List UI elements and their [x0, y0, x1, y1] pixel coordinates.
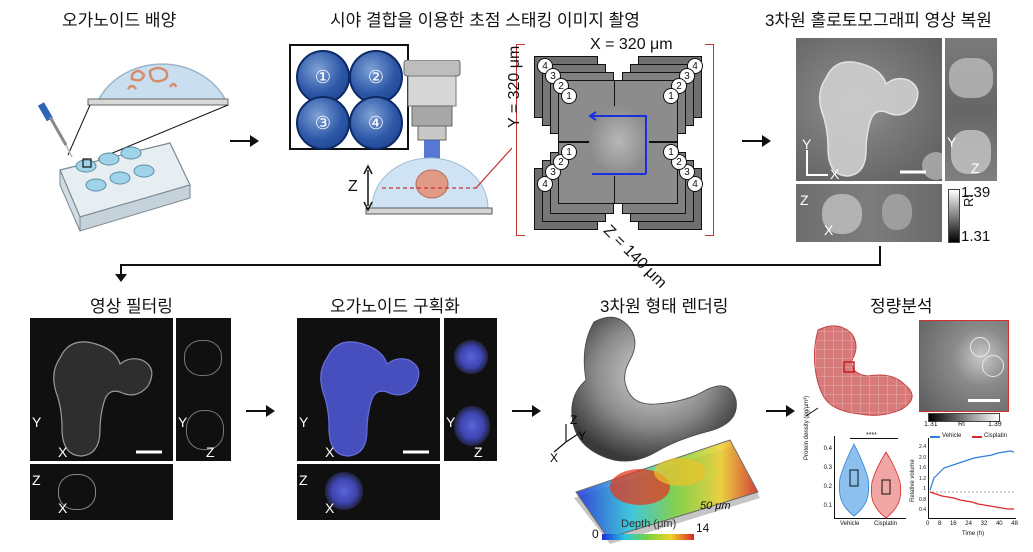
arrow-head — [532, 405, 541, 417]
arrow-head — [786, 405, 795, 417]
arrow-head — [250, 135, 259, 147]
bracket-right — [705, 44, 714, 236]
ri-colorbar — [948, 189, 960, 243]
svg-text:Y: Y — [578, 429, 586, 443]
ht-yz-view: Y Z — [945, 38, 997, 181]
violin-category-1: Vehicle — [840, 521, 860, 527]
step-title-culture: 오가노이드 배양 — [62, 11, 177, 30]
arrow-head — [115, 274, 127, 282]
filtered-xy-view: Y X — [30, 318, 173, 461]
axis-indicator-xy: Y X — [802, 136, 840, 182]
bracket-left — [516, 44, 525, 236]
filtered-yz-view: Y Z — [176, 318, 231, 461]
depth-colorbar — [602, 534, 694, 540]
ri-label: RI — [961, 194, 976, 207]
x-dimension-label: X = 320 μm — [590, 36, 673, 53]
flow-arrow — [766, 410, 788, 412]
depth-label: Depth (μm) — [621, 518, 677, 530]
quant-colorbar — [928, 413, 1000, 422]
ri-min: 1.31 — [961, 228, 991, 245]
step-title-quantification: 정량분석 — [870, 297, 933, 316]
y-dimension-label: Y = 320 μm — [506, 45, 523, 128]
connector-line — [120, 264, 122, 276]
colorbar-label: RI — [958, 421, 965, 428]
filtered-xz-view: Z X — [30, 464, 173, 520]
legend-vehicle: Vehicle — [942, 433, 962, 439]
volume-line-plot: Relative volume 2.4 2.0 1.6 1.2 1 0.8 0.… — [910, 432, 1020, 544]
flow-arrow — [246, 410, 268, 412]
tile-stacks: 4 3 2 1 4 3 2 1 4 3 2 1 4 3 2 1 — [534, 56, 704, 230]
depth-max: 14 — [696, 521, 710, 535]
segmented-xz-view: Z X — [297, 464, 440, 520]
arrow-head — [266, 405, 275, 417]
z-axis-label: Z — [348, 178, 358, 195]
line-yticks: 2.4 2.0 1.6 1.2 1 0.8 0.4 — [919, 444, 926, 513]
microscope-objective-illustration — [363, 60, 512, 215]
segmented-yz-view: Y Z — [444, 318, 497, 461]
zoomed-ri-view — [919, 320, 1009, 412]
svg-text:X: X — [550, 451, 558, 465]
ht-xy-view: Y X — [796, 38, 942, 182]
step-title-filtering: 영상 필터링 — [90, 297, 173, 316]
violin-category-2: Cisplatin — [874, 521, 898, 527]
organoid-culture-illustration — [37, 63, 229, 232]
well-plate-box: ① ② ③ ④ — [289, 44, 409, 150]
colorbar-min: 1.31 — [924, 421, 938, 428]
ht-xz-view: Z X — [796, 184, 942, 242]
scale-text: 50 μm — [700, 500, 730, 512]
segmented-xy-view: Y X — [297, 318, 440, 461]
well-2: ② — [349, 50, 403, 104]
connector-line — [120, 264, 881, 266]
flow-arrow — [512, 410, 534, 412]
step-title-segmentation: 오가노이드 구획화 — [330, 297, 460, 316]
3d-rendering: 50 μm Z Y X — [550, 316, 760, 544]
ri-max: 1.39 — [961, 184, 991, 201]
violin-ylabel: Protein density (pg/μm³) — [804, 395, 810, 460]
flow-arrow — [742, 140, 764, 142]
step-title-acquisition: 시야 결합을 이용한 초점 스태킹 이미지 촬영 — [330, 11, 640, 30]
significance-mark: **** — [866, 432, 877, 439]
line-xticks: 0 8 16 24 32 40 48 — [926, 521, 1018, 527]
connector-line — [879, 246, 881, 266]
violin-yticks: 0.4 0.3 0.2 0.1 — [823, 446, 832, 509]
z-dimension-label: Z = 140 μm — [599, 222, 670, 292]
flow-arrow — [230, 140, 252, 142]
violin-plot: Protein density (pg/μm³) 0.4 0.3 0.2 0.1… — [804, 396, 908, 544]
step-title-rendering: 3차원 형태 렌더링 — [600, 297, 729, 316]
svg-text:Z: Z — [570, 413, 577, 427]
well-3: ③ — [296, 96, 350, 150]
legend-cisplatin: Cisplatin — [984, 433, 1008, 439]
organoid-grid-map — [806, 325, 913, 417]
arrow-head — [762, 135, 771, 147]
depth-min: 0 — [592, 527, 599, 541]
line-xlabel: Time (h) — [962, 531, 985, 537]
well-4: ④ — [349, 96, 403, 150]
step-title-holotomography: 3차원 홀로토모그래피 영상 복원 — [765, 11, 992, 30]
colorbar-max: 1.39 — [988, 421, 1002, 428]
